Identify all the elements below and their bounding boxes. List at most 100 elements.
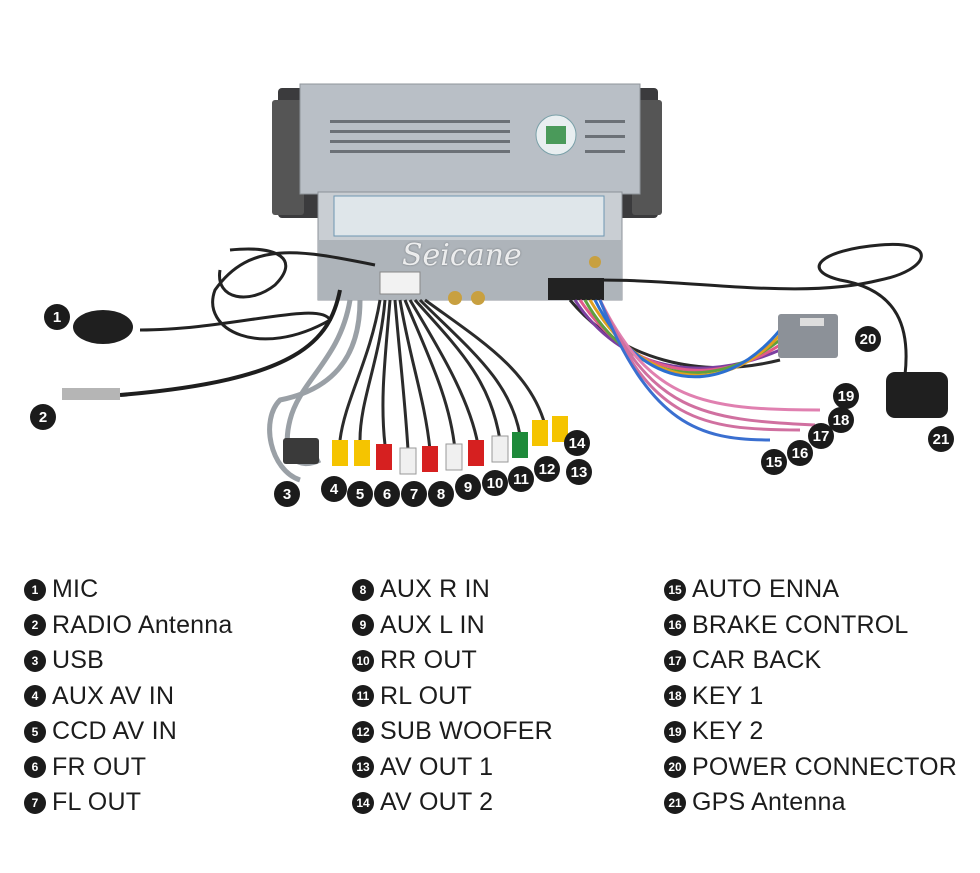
legend-label: CAR BACK	[692, 646, 822, 675]
callout-8: 8	[428, 481, 454, 507]
legend-number: 21	[664, 791, 686, 814]
legend-number: 14	[352, 791, 374, 814]
head-unit-illustration	[62, 83, 948, 483]
legend-label: KEY 1	[692, 681, 764, 710]
legend-item: 3 USB	[24, 643, 232, 679]
legend-label: SUB WOOFER	[380, 717, 553, 746]
legend-item: 20 POWER CONNECTOR	[664, 750, 957, 786]
callout-9: 9	[455, 474, 481, 500]
legend-number: 11	[352, 685, 374, 708]
gps-cable	[599, 242, 923, 376]
legend-number: 10	[352, 649, 374, 672]
legend-item: 4 AUX AV IN	[24, 679, 232, 715]
rca-cable-bundle	[338, 298, 547, 451]
legend-number: 4	[24, 685, 46, 708]
legend-number: 5	[24, 720, 46, 743]
legend-item: 5 CCD AV IN	[24, 714, 232, 750]
legend-item: 10 RR OUT	[352, 643, 553, 679]
head-unit	[272, 83, 662, 305]
legend-item: 11 RL OUT	[352, 679, 553, 715]
callout-19: 19	[833, 383, 859, 409]
legend-number: 20	[664, 756, 686, 779]
legend-number: 1	[24, 578, 46, 601]
callout-17: 17	[808, 423, 834, 449]
callout-3: 3	[274, 481, 300, 507]
legend-item: 9 AUX L IN	[352, 608, 553, 644]
legend-label: FL OUT	[52, 788, 142, 817]
legend-item: 21 GPS Antenna	[664, 785, 957, 821]
callout-5: 5	[347, 481, 373, 507]
legend-label: AUX R IN	[380, 575, 490, 604]
callout-13: 13	[566, 459, 592, 485]
callout-21: 21	[928, 426, 954, 452]
callout-18: 18	[828, 407, 854, 433]
legend-label: FR OUT	[52, 752, 147, 781]
mic-icon	[73, 310, 133, 344]
legend-number: 12	[352, 720, 374, 743]
legend-number: 7	[24, 791, 46, 814]
legend-number: 3	[24, 649, 46, 672]
legend-item: 14 AV OUT 2	[352, 785, 553, 821]
legend-item: 2 RADIO Antenna	[24, 608, 232, 644]
legend-number: 6	[24, 756, 46, 779]
legend-label: POWER CONNECTOR	[692, 752, 958, 781]
mic-cable	[139, 247, 376, 341]
callout-11: 11	[508, 466, 534, 492]
wiring-diagram: Seicane 1 2 3 4 5 6 7 8 9 10 11 12 13 14…	[30, 83, 954, 507]
usb-plug-icon	[283, 438, 319, 464]
legend-number: 9	[352, 614, 374, 637]
legend-number: 16	[664, 614, 686, 637]
callout-14: 14	[564, 430, 590, 456]
legend-item: 8 AUX R IN	[352, 572, 553, 608]
legend-column-2: 8 AUX R IN 9 AUX L IN 10 RR OUT 11 RL OUT 12…	[352, 572, 553, 821]
legend-label: MIC	[52, 575, 99, 604]
legend-item: 6 FR OUT	[24, 750, 232, 786]
gps-antenna-icon	[886, 372, 948, 418]
legend-number: 19	[664, 720, 686, 743]
power-harness	[568, 299, 821, 442]
rca-plugs	[332, 416, 568, 475]
callout-1: 1	[44, 304, 70, 330]
callout-7: 7	[401, 481, 427, 507]
legend-label: AUX AV IN	[52, 681, 175, 710]
legend-label: AUX L IN	[380, 610, 485, 639]
callout-16: 16	[787, 440, 813, 466]
callout-6: 6	[374, 481, 400, 507]
callout-2: 2	[30, 404, 56, 430]
legend-label: AV OUT 2	[380, 788, 494, 817]
antenna-plug-icon	[62, 388, 120, 400]
legend-label: CCD AV IN	[52, 717, 177, 746]
legend-item: 16 BRAKE CONTROL	[664, 608, 957, 644]
legend-label: BRAKE CONTROL	[692, 610, 909, 639]
legend-label: RADIO Antenna	[52, 610, 233, 639]
legend-number: 13	[352, 756, 374, 779]
legend-number: 17	[664, 649, 686, 672]
legend-label: AV OUT 1	[380, 752, 494, 781]
callout-10: 10	[482, 470, 508, 496]
callout-15: 15	[761, 449, 787, 475]
callout-4: 4	[321, 476, 347, 502]
legend-item: 13 AV OUT 1	[352, 750, 553, 786]
legend-label: GPS Antenna	[692, 788, 846, 817]
legend-number: 18	[664, 685, 686, 708]
legend-item: 18 KEY 1	[664, 679, 957, 715]
callout-12: 12	[534, 456, 560, 482]
legend-item: 7 FL OUT	[24, 785, 232, 821]
callout-20: 20	[855, 326, 881, 352]
legend-item: 19 KEY 2	[664, 714, 957, 750]
radio-antenna-cable	[119, 289, 342, 397]
legend-item: 12 SUB WOOFER	[352, 714, 553, 750]
legend-label: USB	[52, 646, 105, 675]
legend-label: AUTO ENNA	[692, 575, 840, 604]
legend-label: KEY 2	[692, 717, 764, 746]
legend-number: 2	[24, 614, 46, 637]
legend-item: 17 CAR BACK	[664, 643, 957, 679]
legend-label: RL OUT	[380, 681, 472, 710]
legend-label: RR OUT	[380, 646, 478, 675]
legend-column-1: 1 MIC 2 RADIO Antenna 3 USB 4 AUX AV IN 5 CCD…	[24, 572, 232, 821]
legend-item: 1 MIC	[24, 572, 232, 608]
watermark: Seicane	[402, 238, 522, 273]
legend-number: 8	[352, 578, 374, 601]
